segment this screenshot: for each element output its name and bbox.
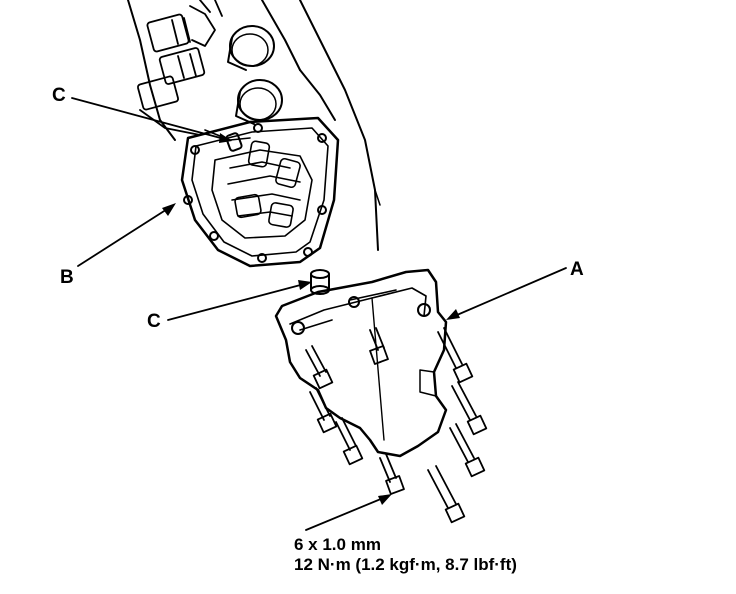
transmission-housing — [127, 0, 381, 251]
cylinder-caps — [227, 25, 283, 125]
bolt — [369, 327, 389, 365]
harness-connectors — [137, 0, 223, 136]
leader-lines — [71, 97, 567, 531]
bolt — [451, 381, 488, 436]
bolt-torque: 12 N·m (1.2 kgf·m, 8.7 lbf·ft) — [294, 555, 517, 574]
dowel-pin-upper — [225, 132, 243, 152]
callout-a: A — [570, 259, 584, 280]
callout-b: B — [60, 267, 74, 288]
callout-c-upper: C — [52, 85, 66, 106]
bolt — [309, 387, 338, 434]
bolt-spec: 6 x 1.0 mm 12 N·m (1.2 kgf·m, 8.7 lbf·ft… — [294, 535, 517, 575]
bolts — [305, 327, 488, 524]
bolt — [449, 423, 486, 478]
gasket-b — [180, 116, 340, 268]
callout-c-middle: C — [147, 311, 161, 332]
bolt-size: 6 x 1.0 mm — [294, 535, 381, 554]
cover-a — [274, 268, 448, 458]
bolt — [427, 465, 466, 524]
bolt — [379, 453, 405, 495]
bolt — [305, 345, 334, 390]
bolt — [335, 417, 364, 466]
bolt — [437, 327, 474, 384]
valve-body — [204, 129, 313, 239]
